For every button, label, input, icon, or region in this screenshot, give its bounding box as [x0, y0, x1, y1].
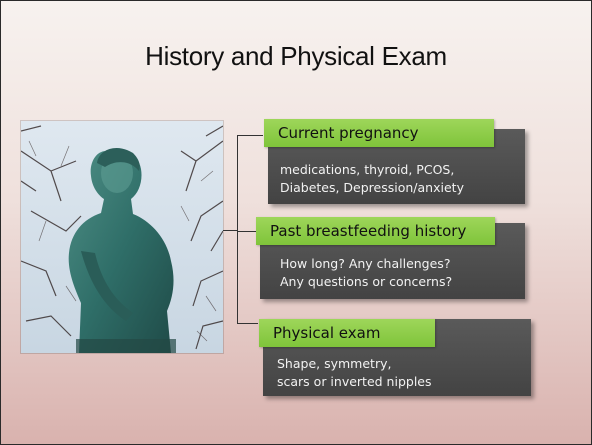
statue-photo-image: [21, 121, 223, 353]
section-line: medications, thyroid, PCOS,: [280, 162, 455, 177]
bracket-arm-2: [237, 231, 257, 232]
section-line: How long? Any challenges?: [280, 256, 451, 271]
section-line: Shape, symmetry,: [277, 356, 392, 371]
section-heading-physical-exam: Physical exam: [259, 319, 435, 347]
slide-title: History and Physical Exam: [145, 41, 447, 71]
bracket-arm-3: [237, 323, 258, 324]
bracket-arm-1: [237, 135, 263, 136]
section-line: Any questions or concerns?: [280, 274, 453, 289]
bracket-connector: [237, 135, 238, 323]
section-heading-current-pregnancy: Current pregnancy: [264, 119, 494, 147]
section-line: scars or inverted nipples: [277, 374, 432, 389]
bracket-stem: [223, 230, 238, 231]
statue-photo: [21, 121, 223, 353]
section-heading-past-breastfeeding: Past breastfeeding history: [256, 217, 495, 245]
section-line: Diabetes, Depression/anxiety: [280, 180, 464, 195]
